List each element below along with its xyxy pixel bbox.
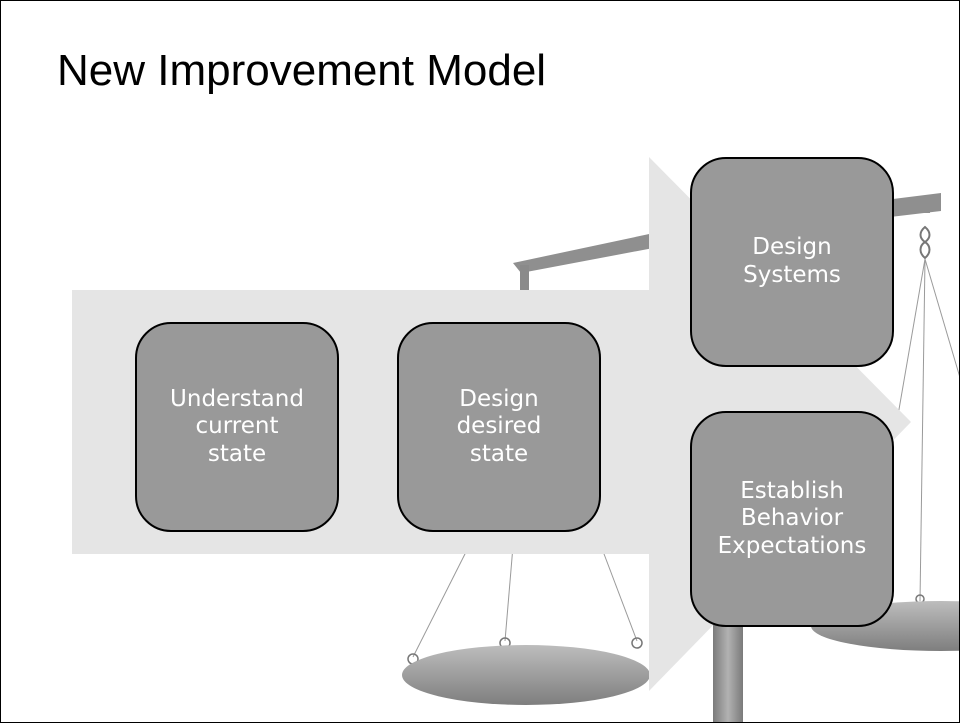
step-label: Design Systems: [743, 234, 841, 288]
step-label: Establish Behavior Expectations: [717, 477, 867, 559]
step-label: Design desired state: [456, 385, 542, 467]
step-label: Understand current state: [170, 385, 304, 467]
step-design-desired-state: Design desired state: [397, 322, 601, 532]
page-title: New Improvement Model: [57, 46, 547, 95]
step-establish-behavior-expectations: Establish Behavior Expectations: [690, 411, 894, 627]
step-design-systems: Design Systems: [690, 157, 894, 367]
step-understand-current-state: Understand current state: [135, 322, 339, 532]
